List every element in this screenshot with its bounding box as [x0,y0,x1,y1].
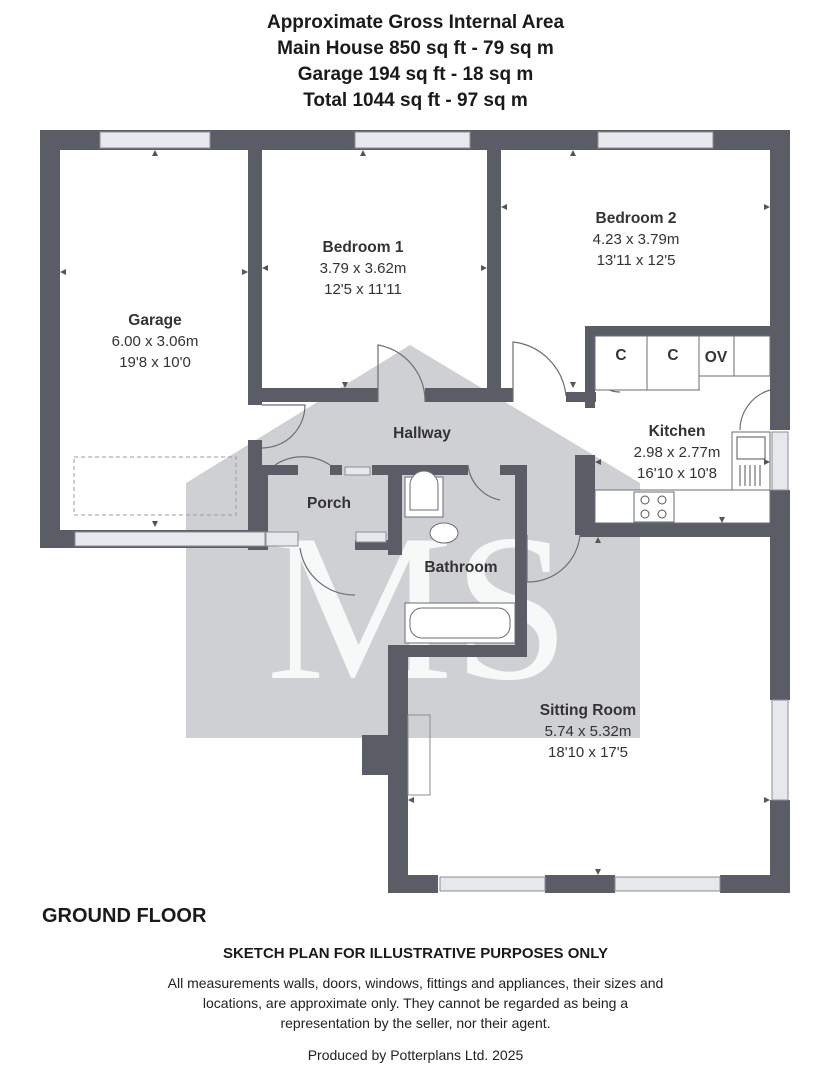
sketch-notice: SKETCH PLAN FOR ILLUSTRATIVE PURPOSES ON… [222,945,609,962]
bedroom2-name: Bedroom 2 [596,210,677,227]
bedroom2-metric: 4.23 x 3.79m [593,231,680,248]
sitting-room-metric: 5.74 x 5.32m [545,723,632,740]
cupboard-2-label: C [667,347,678,364]
sitting-room-name: Sitting Room [540,702,636,719]
porch-name: Porch [307,495,351,512]
worktop [594,489,771,524]
garage-imperial: 19'8 x 10'0 [119,354,191,371]
garage-name: Garage [128,312,182,329]
main-house-area: Main House 850 sq ft - 79 sq m [277,38,554,59]
kitchen-fittings [594,335,771,524]
measurement-markers [60,150,770,875]
area-title: Approximate Gross Internal Area [266,12,565,33]
producer-credit: Produced by Potterplans Ltd. 2025 [307,1047,524,1063]
area-summary: Approximate Gross Internal Area Main Hou… [0,10,831,114]
bedroom1-name: Bedroom 1 [323,239,404,256]
total-area: Total 1044 sq ft - 97 sq m [303,90,528,111]
floor-label: GROUND FLOOR [42,905,207,927]
cupboard-2 [646,335,700,391]
windows [74,131,789,892]
room-labels: Garage 6.00 x 3.06m 19'8 x 10'0 Bedroom … [112,210,728,761]
bedroom1-metric: 3.79 x 3.62m [320,260,407,277]
kitchen-name: Kitchen [649,423,706,440]
bathroom-fittings [404,470,516,644]
bathroom-name: Bathroom [424,559,497,576]
toilet-icon [429,522,459,544]
oven-unit [698,335,735,377]
garage-area: Garage 194 sq ft - 18 sq m [297,64,534,85]
cupboard-1-label: C [615,347,626,364]
kitchen-metric: 2.98 x 2.77m [634,444,721,461]
disclaimer-text: All measurements walls, doors, windows, … [167,975,664,1031]
kitchen-imperial: 16'10 x 10'8 [637,465,717,482]
hallway-name: Hallway [393,425,451,442]
sink-icon [731,431,771,491]
bedroom2-imperial: 13'11 x 12'5 [597,252,676,269]
sitting-room-imperial: 18'10 x 17'5 [548,744,628,761]
bedroom1-imperial: 12'5 x 11'11 [324,281,402,298]
fireplace-hearth [407,714,431,796]
garage-door-outline [73,456,237,516]
garage-metric: 6.00 x 3.06m [112,333,199,350]
oven-label: OV [705,349,728,366]
hob-icon [633,491,675,523]
